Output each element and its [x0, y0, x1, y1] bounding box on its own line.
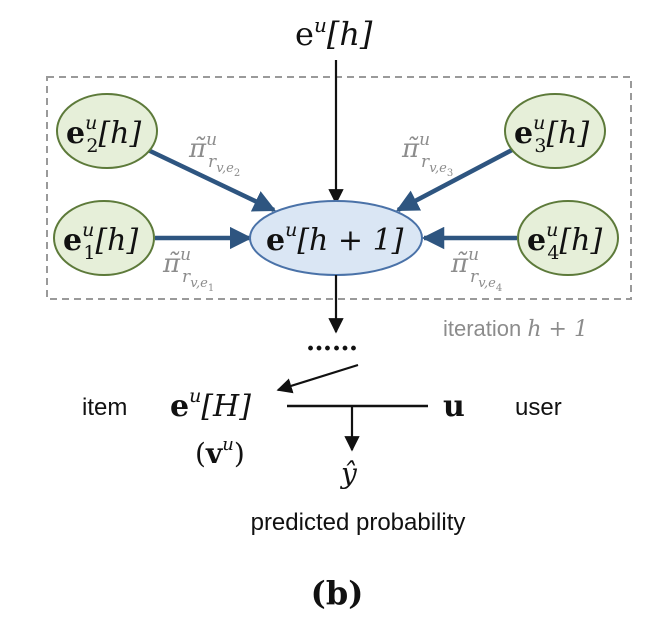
- arrow-e3-to-center: [396, 148, 514, 212]
- svg-text:eu[h + 1]: eu[h + 1]: [266, 219, 404, 258]
- center-node: eu[h + 1]: [249, 200, 423, 276]
- item-alias: (vu): [195, 434, 245, 470]
- item-embedding: eu[H]: [170, 385, 251, 424]
- ellipsis: ……: [306, 327, 358, 357]
- user-label: user: [515, 394, 562, 421]
- prediction-symbol: ŷ: [339, 457, 358, 490]
- svg-text:eu4[h]: eu4[h]: [527, 219, 602, 264]
- arrow-e2-to-center: [147, 147, 277, 213]
- svg-text:eu1[h]: eu1[h]: [63, 219, 138, 264]
- svg-text:eu3[h]: eu3[h]: [514, 112, 589, 157]
- svg-text:eu2[h]: eu2[h]: [66, 112, 141, 157]
- prediction-label: predicted probability: [251, 509, 466, 536]
- iteration-box: [46, 76, 632, 300]
- item-label: item: [82, 394, 127, 421]
- user-vector: u: [443, 389, 465, 424]
- figure-caption: (b): [311, 574, 364, 612]
- final-iteration-arrow: [276, 363, 359, 394]
- top-input-label: eu[h]: [295, 13, 373, 53]
- iteration-label: iteration h + 1: [443, 316, 588, 342]
